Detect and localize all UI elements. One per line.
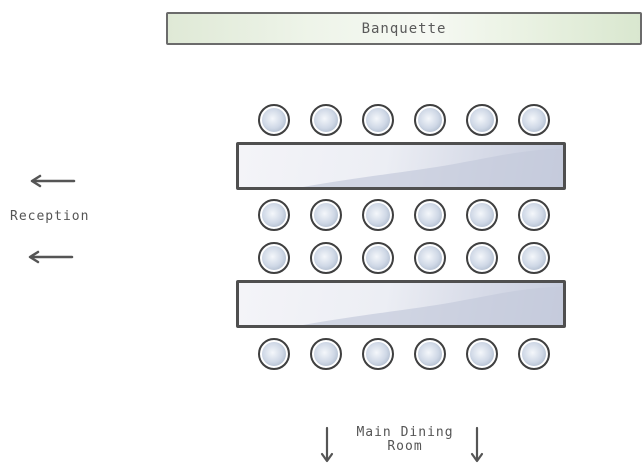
down-arrow-icon [320, 426, 334, 463]
chair [258, 242, 290, 274]
chair [310, 104, 342, 136]
chair [466, 242, 498, 274]
reception-arrow-icon [30, 174, 76, 188]
chair [362, 242, 394, 274]
chair [362, 338, 394, 370]
chair [466, 104, 498, 136]
chair [362, 104, 394, 136]
down-arrow-icon [470, 426, 484, 463]
chair [518, 104, 550, 136]
chair [518, 338, 550, 370]
table-shading [303, 148, 563, 187]
main-dining-room: Main Dining Room [320, 424, 490, 464]
table-shading [303, 286, 563, 325]
chair-row [258, 242, 558, 276]
reception-arrow-icon [28, 250, 74, 264]
chair [414, 199, 446, 231]
chair-row [258, 338, 558, 372]
reception-label: Reception [10, 209, 90, 224]
chair [310, 242, 342, 274]
chair [362, 199, 394, 231]
chair [258, 338, 290, 370]
chair [258, 199, 290, 231]
chair [414, 104, 446, 136]
chair [414, 338, 446, 370]
dining-table [236, 280, 566, 328]
chair [258, 104, 290, 136]
chair-row [258, 104, 558, 138]
chair [518, 199, 550, 231]
banquette-label: Banquette [361, 20, 447, 37]
chair-row [258, 199, 558, 233]
banquette: Banquette [166, 12, 642, 45]
dining-table [236, 142, 566, 190]
chair [414, 242, 446, 274]
chair [466, 338, 498, 370]
main-dining-label: Main Dining Room [356, 425, 454, 454]
chair [518, 242, 550, 274]
chair [310, 199, 342, 231]
chair [466, 199, 498, 231]
chair [310, 338, 342, 370]
